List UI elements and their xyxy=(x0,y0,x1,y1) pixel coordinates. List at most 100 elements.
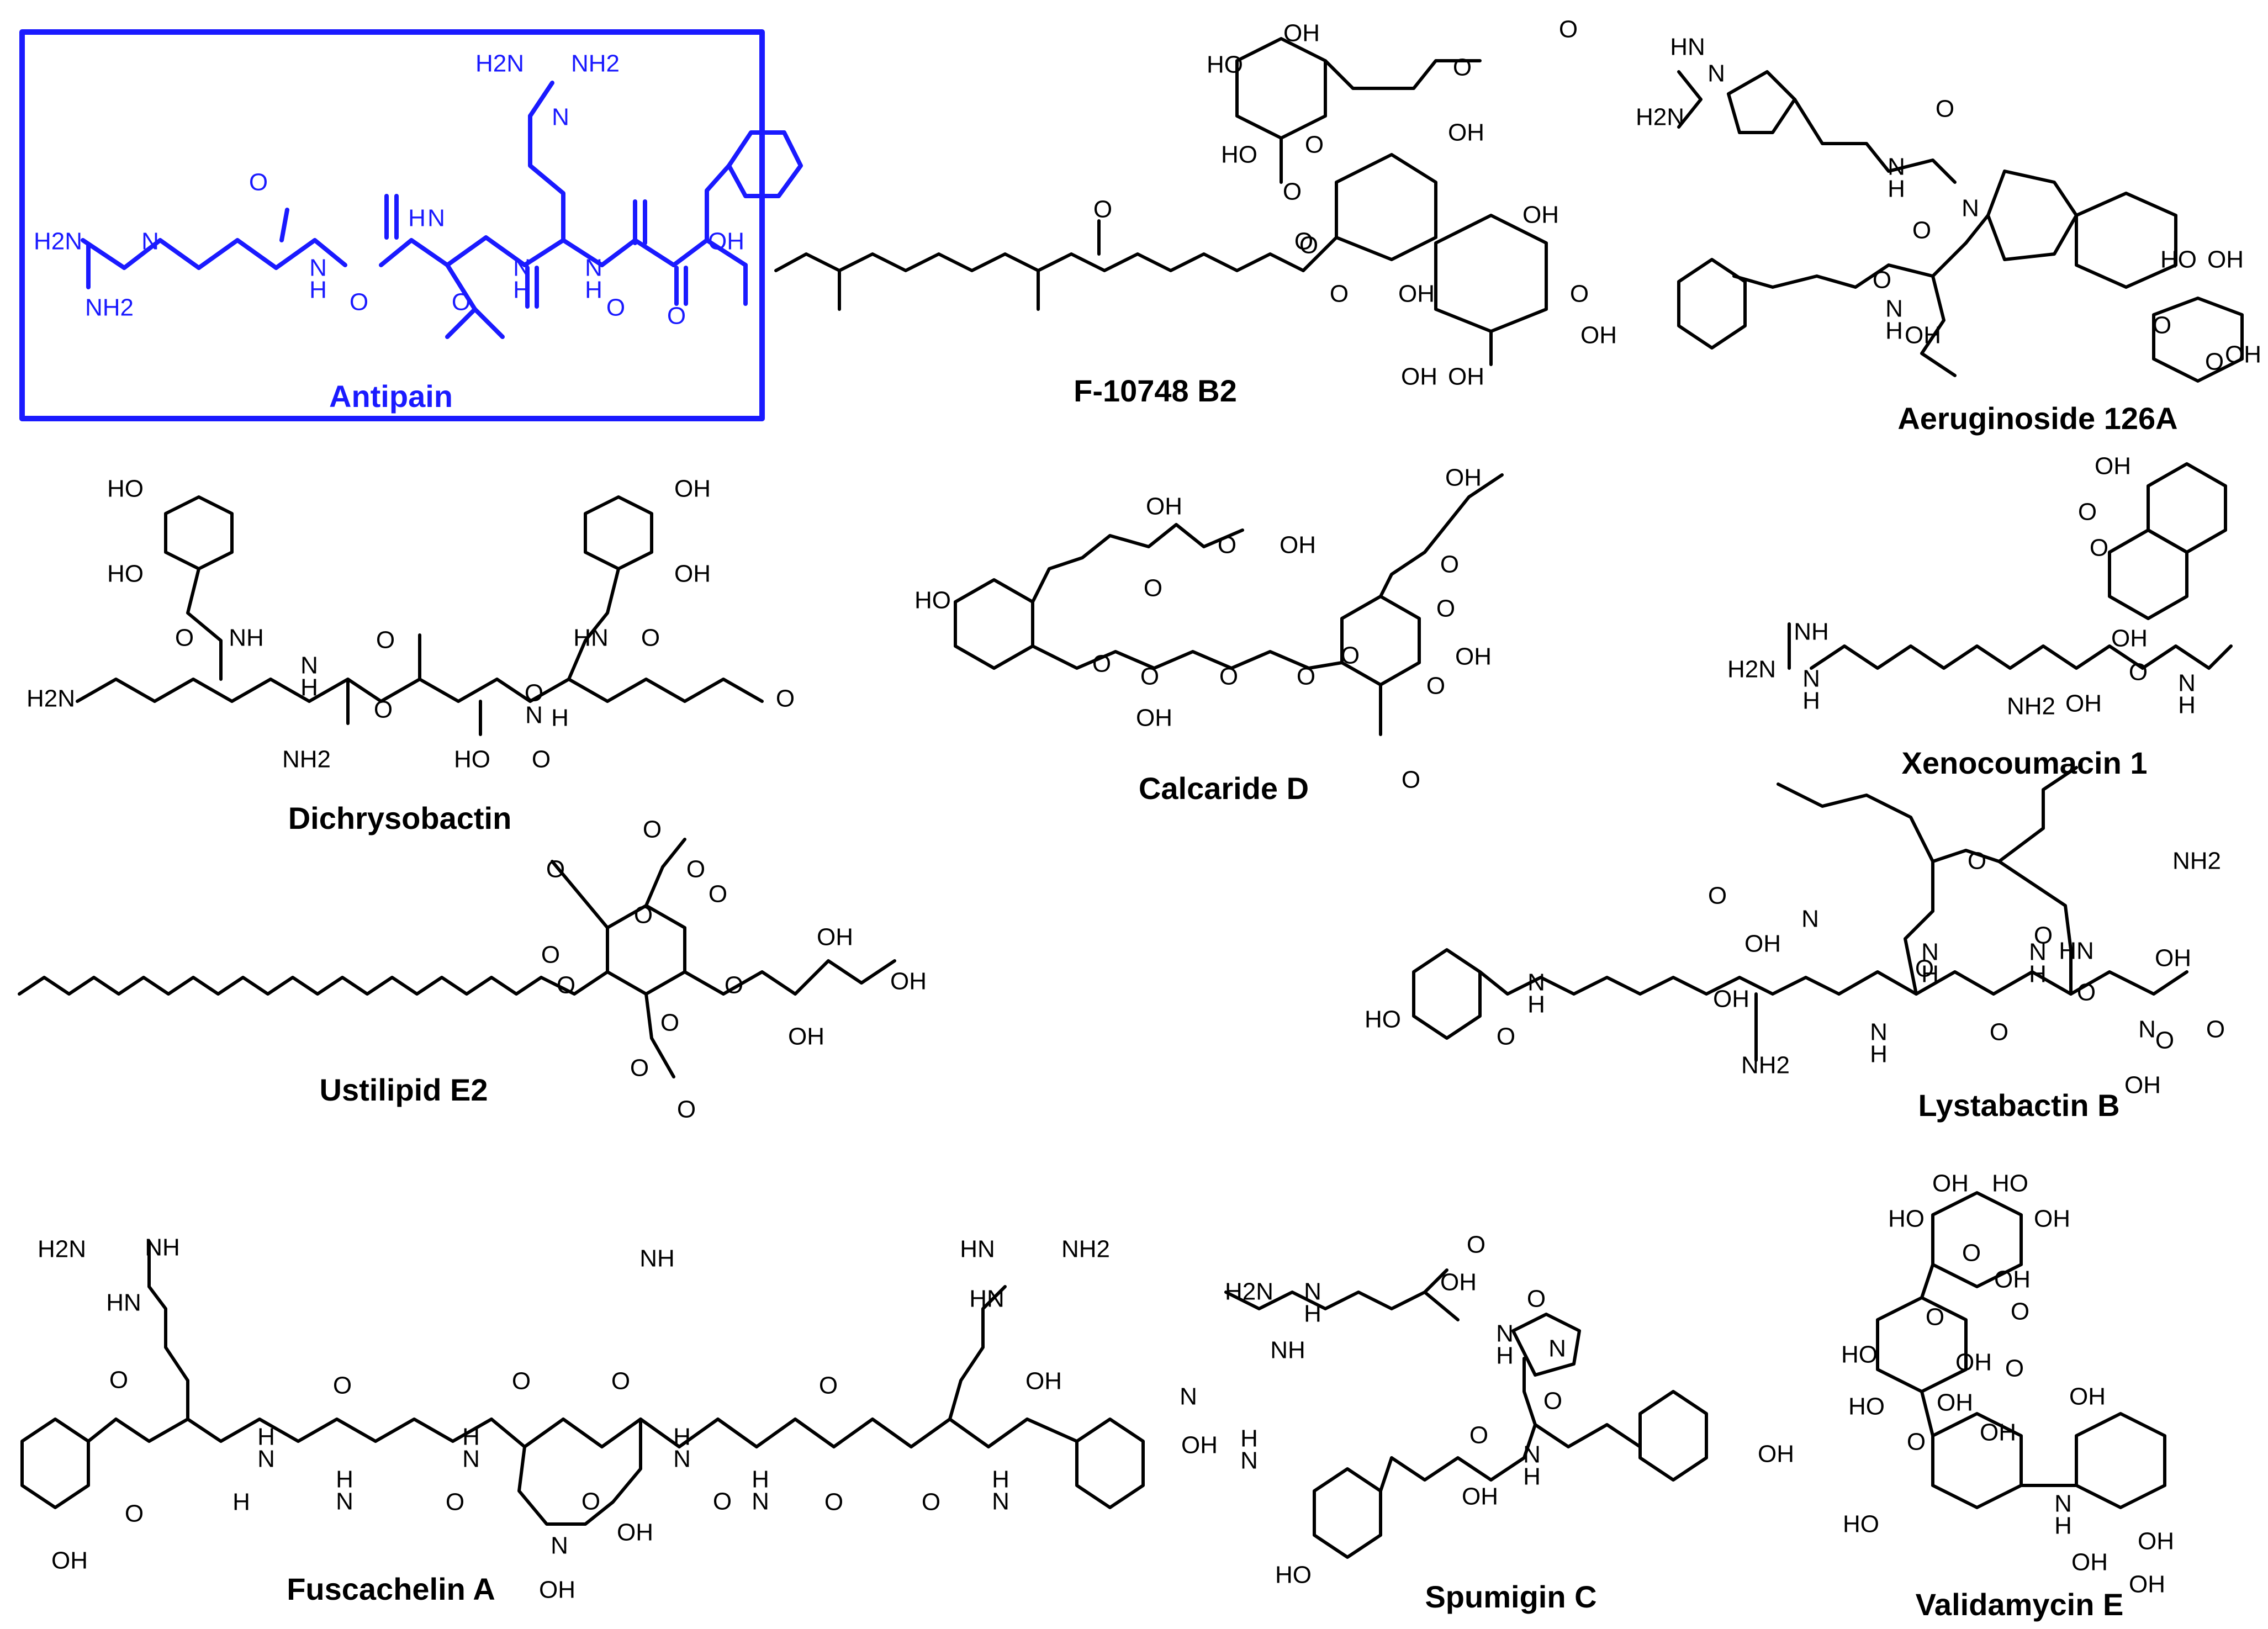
calcaride-d-atom-label: O xyxy=(1297,663,1315,690)
f-10748-b2-atom-label: OH xyxy=(1401,363,1437,390)
lystabactin-b-atom-label: O xyxy=(2077,979,2096,1006)
lystabactin-b-atom-label: N xyxy=(1870,1019,1888,1046)
aeruginoside-126a-atom-label: HN xyxy=(1670,34,1705,61)
ustilipid-e2-atom-label: O xyxy=(541,942,560,969)
dichrysobactin-atom-label: O xyxy=(175,625,194,652)
calcaride-d-name-label: Calcaride D xyxy=(1139,771,1309,806)
spumigin-c-atom-label: OH xyxy=(1758,1441,1794,1468)
antipain-atom-label: H xyxy=(408,205,426,232)
antipain-atom-label: H2N xyxy=(475,50,524,77)
validamycin-e-atom-label: O xyxy=(1907,1429,1926,1456)
aeruginoside-126a-atom-label: N xyxy=(1885,295,1903,322)
dichrysobactin-atom-label: OH xyxy=(674,560,711,588)
calcaride-d-atom-label: O xyxy=(1144,575,1162,602)
spumigin-c-atom-label: N xyxy=(1304,1278,1321,1305)
ustilipid-e2-atom-label: O xyxy=(546,856,565,883)
dichrysobactin-atom-label: N xyxy=(525,702,543,729)
fuscachelin-a-atom-label: O xyxy=(512,1368,531,1395)
calcaride-d-atom-label: O xyxy=(1402,766,1420,794)
spumigin-c-atom-label: H xyxy=(1304,1300,1321,1327)
lystabactin-b-atom-label: H xyxy=(1870,1041,1888,1068)
calcaride-d-atom-label: O xyxy=(1092,650,1111,678)
f-10748-b2-atom-label: O xyxy=(1093,196,1112,223)
validamycin-e-atom-label: OH xyxy=(1955,1349,1992,1376)
ustilipid-e2-atom-label: O xyxy=(709,881,727,908)
fuscachelin-a-atom-label: H xyxy=(257,1424,275,1451)
lystabactin-b-atom-label: OH xyxy=(2124,1072,2161,1099)
lystabactin-b-atom-label: N xyxy=(2138,1016,2156,1043)
aeruginoside-126a-atom-label: O xyxy=(1873,267,1891,294)
fuscachelin-a-atom-label: HN xyxy=(960,1236,995,1263)
dichrysobactin-atom-label: O xyxy=(525,680,543,707)
validamycin-e-atom-label: O xyxy=(1926,1304,1944,1331)
dichrysobactin-atom-label: NH2 xyxy=(282,746,331,773)
validamycin-e-atom-label: OH xyxy=(1932,1170,1969,1197)
antipain-atom-label: O xyxy=(606,294,625,321)
calcaride-d-atom-label: OH xyxy=(1445,464,1482,491)
calcaride-d-atom-label: OH xyxy=(1455,643,1492,670)
calcaride-d-atom-label: O xyxy=(1426,673,1445,700)
validamycin-e-structure xyxy=(1876,1191,2166,1509)
calcaride-d-atom-label: O xyxy=(1440,551,1459,578)
dichrysobactin-atom-label: O xyxy=(374,696,393,723)
spumigin-c-atom-label: H xyxy=(1523,1463,1541,1490)
aeruginoside-126a-atom-label: OH xyxy=(2225,341,2261,368)
f-10748-b2-atom-label: OH xyxy=(1283,20,1320,47)
fuscachelin-a-atom-label: H xyxy=(232,1489,250,1516)
fuscachelin-a-atom-label: H xyxy=(752,1466,769,1493)
validamycin-e-atom-label: OH xyxy=(2034,1205,2070,1233)
spumigin-c-atom-label: O xyxy=(1527,1286,1546,1313)
aeruginoside-126a-atom-label: H xyxy=(1885,318,1903,345)
spumigin-c-name-label: Spumigin C xyxy=(1425,1579,1596,1614)
antipain-atom-label: N xyxy=(513,255,531,282)
xenocoumacin-1-atom-label: H xyxy=(1802,687,1820,715)
aeruginoside-126a-atom-label: N xyxy=(1888,154,1905,181)
antipain-atom-label: NH2 xyxy=(571,50,620,77)
fuscachelin-a-atom-label: N xyxy=(1180,1383,1197,1410)
xenocoumacin-1-atom-label: NH2 xyxy=(2007,693,2055,720)
spumigin-c-atom-label: HO xyxy=(1275,1562,1312,1589)
antipain-atom-label: N xyxy=(427,205,445,232)
lystabactin-b-name-label: Lystabactin B xyxy=(1918,1088,2119,1123)
antipain-atom-label: N xyxy=(552,104,569,131)
lystabactin-b-atom-label: NH2 xyxy=(1741,1052,1790,1079)
ustilipid-e2-atom-label: O xyxy=(677,1096,696,1123)
f-10748-b2-atom-label: O xyxy=(1294,228,1313,255)
calcaride-d-atom-label: OH xyxy=(1146,493,1182,520)
fuscachelin-a-atom-label: O xyxy=(819,1372,838,1399)
validamycin-e-atom-label: O xyxy=(2005,1355,2024,1382)
lystabactin-b-atom-label: O xyxy=(1915,955,1934,982)
ustilipid-e2-atom-label: O xyxy=(630,1055,649,1082)
fuscachelin-a-atom-label: HN xyxy=(106,1289,141,1316)
fuscachelin-a-atom-label: O xyxy=(125,1500,144,1527)
xenocoumacin-1-atom-label: N xyxy=(2178,670,2196,697)
f-10748-b2-atom-label: HO xyxy=(1221,141,1257,168)
lystabactin-b-atom-label: N xyxy=(1921,939,1939,966)
dichrysobactin-atom-label: NH xyxy=(229,625,264,652)
antipain-atom-label: N xyxy=(585,255,602,282)
fuscachelin-a-atom-label: O xyxy=(581,1488,600,1515)
fuscachelin-a-atom-label: H2N xyxy=(38,1236,86,1263)
calcaride-d-atom-label: O xyxy=(1140,663,1159,690)
lystabactin-b-atom-label: O xyxy=(1990,1019,2008,1046)
spumigin-c-structure xyxy=(1224,1268,1708,1559)
lystabactin-b-atom-label: N xyxy=(1527,969,1545,996)
lystabactin-b-structure xyxy=(1412,766,2188,1062)
aeruginoside-126a-atom-label: N xyxy=(1962,195,1979,222)
f-10748-b2-atom-label: O xyxy=(1559,16,1578,43)
calcaride-d-atom-label: OH xyxy=(1136,705,1172,732)
validamycin-e-atom-label: HO xyxy=(1843,1511,1879,1538)
f-10748-b2-atom-label: OH xyxy=(1398,281,1435,308)
fuscachelin-a-atom-label: N xyxy=(336,1488,353,1515)
fuscachelin-a-atom-label: O xyxy=(611,1368,630,1395)
fuscachelin-a-atom-label: N xyxy=(992,1488,1009,1515)
antipain-atom-label: H xyxy=(585,277,602,304)
lystabactin-b-atom-label: O xyxy=(1708,882,1727,909)
fuscachelin-a-atom-label: O xyxy=(824,1489,843,1516)
dichrysobactin-atom-label: H xyxy=(300,674,318,701)
antipain-atom-label: OH xyxy=(708,228,744,255)
fuscachelin-a-atom-label: N xyxy=(673,1446,691,1473)
antipain-atom-label: O xyxy=(452,289,470,316)
antipain-atom-label: N xyxy=(141,228,159,255)
